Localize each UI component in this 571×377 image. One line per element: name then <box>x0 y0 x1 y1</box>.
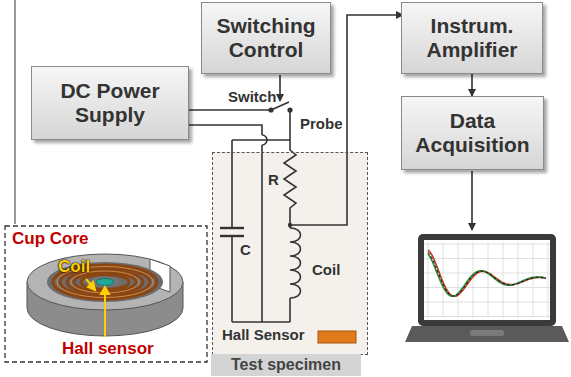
hall-sensor-block <box>318 331 356 343</box>
node-text: Test specimen <box>211 354 361 376</box>
node-text: DC Power Supply <box>32 79 188 126</box>
test-specimen-frame: Test specimen <box>212 152 368 355</box>
part-label: Cup Core <box>12 230 89 249</box>
amplifier-box: Instrum. Amplifier <box>401 2 543 74</box>
laptop-icon <box>405 234 569 342</box>
acquisition-box: Data Acquisition <box>401 96 544 170</box>
part-label: Hall sensor <box>62 340 154 359</box>
part-label: Coil <box>58 258 90 277</box>
component-label: R <box>268 172 279 189</box>
inset-frame <box>5 226 207 362</box>
frame-line <box>14 0 15 224</box>
inset-leaders <box>86 279 109 337</box>
node-text: Switching Control <box>202 14 330 61</box>
node-text: Instrum. Amplifier <box>402 14 542 61</box>
sensor-label: Hall Sensor <box>222 327 305 344</box>
control-box: Switching Control <box>201 2 331 74</box>
cup-core-drawing <box>27 254 183 336</box>
flow-arrow <box>471 74 473 96</box>
switch-label: Switch <box>228 89 276 106</box>
probe-label: Probe <box>300 116 343 133</box>
node-text: Data Acquisition <box>402 109 543 156</box>
power-supply-box: DC Power Supply <box>31 66 189 140</box>
component-label: Coil <box>312 262 340 279</box>
component-label: C <box>240 242 251 259</box>
